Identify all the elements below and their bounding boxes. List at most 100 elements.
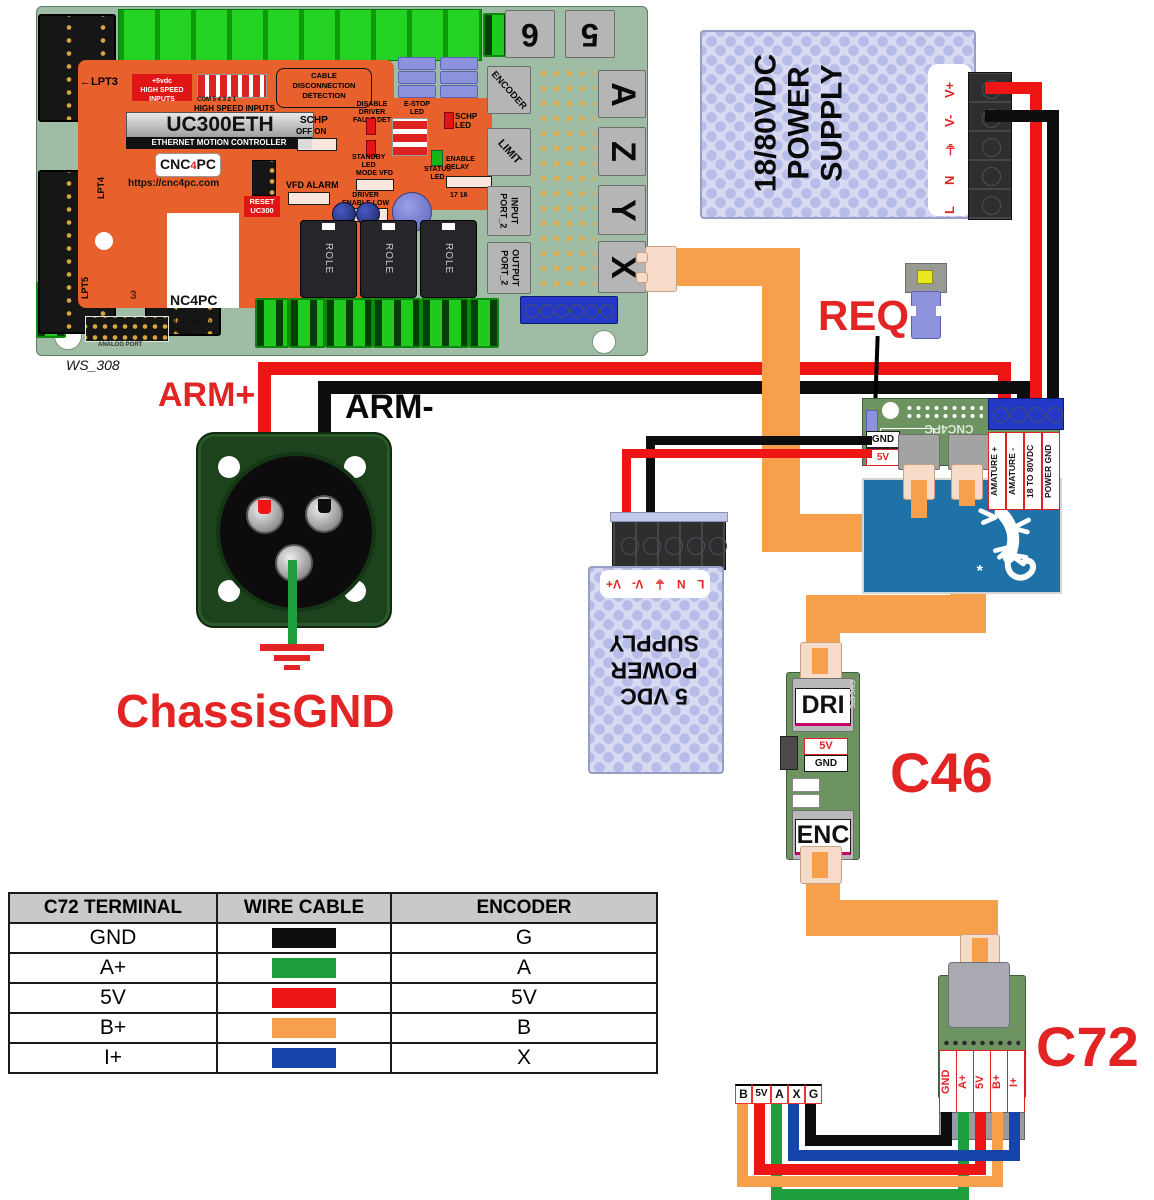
c72-connector [948,962,1010,1028]
svg-text:*: * [977,563,984,580]
dip-switch [197,74,267,98]
chassis-gnd-label: ChassisGND [116,685,395,737]
cable-stub [959,480,975,506]
wire-5v-gnd [646,436,655,542]
gecko-hole [882,402,899,419]
reset-header [252,160,276,196]
wire-5v-gnd [646,436,872,445]
estop-led [366,140,376,157]
port-y: Y [598,185,646,235]
cnc4pc-logo: CNC4PC [155,153,221,177]
cable-stub [812,648,828,674]
c72-terminal-label: 5V [973,1050,991,1114]
estop-dip [392,118,428,156]
uc300-title-bar: UC300ETH [126,112,314,138]
port-z: Z [598,127,646,176]
psu-hv-terminal-label: N [942,175,957,185]
wire-encoder-g [941,1112,952,1146]
psu-5v-terminal-block [612,518,727,570]
lpt4-label: LPT4 [96,176,106,199]
pad-grid [537,66,595,291]
wire-swatch [272,988,336,1008]
gecko-pin-header [905,404,983,420]
psu-5v-terminal-label: L [697,577,705,591]
c46-label: C46 [890,741,993,804]
analog-port-label: ANALOG PORT [98,342,143,348]
table-row: 5V 5V [8,982,658,1014]
c46-gnd-label: GND [804,755,848,772]
psu-5v-rail [610,512,728,522]
wire-swatch [272,1048,336,1068]
vfd-alarm-label: VFD ALARM [286,180,339,190]
port-limit: LIMIT [487,128,531,176]
schp-led-dot [444,112,454,129]
cable-gecko-to-dri [806,595,840,646]
port-6: 6 [505,10,555,58]
arm-minus-label: ARM- [345,388,434,426]
wire-5v-plus [622,449,631,542]
green-terminal [421,298,469,348]
mount-hole [592,330,616,354]
board-cutout [167,213,239,308]
schp-label: SCHP [300,115,328,126]
port-a: A [598,70,646,118]
schp-jumper-pads [297,138,337,151]
green-terminal [325,298,373,348]
analog-port [85,316,169,342]
wire-swatch [272,1018,336,1038]
jumper-block [440,85,478,98]
wire-swatch [272,928,336,948]
gecko-logo: * * [977,490,1041,581]
c76-brand: NC4PC C76 Multifuntion Board [170,292,218,336]
slot3-label: 3 [130,288,137,302]
table-header: C72 TERMINAL [8,892,218,924]
status-led [431,150,443,166]
wire-psu-vplus [1030,82,1042,415]
green-terminal [255,298,289,348]
table-header: WIRE CABLE [216,892,392,924]
c46-pad [792,778,820,792]
jumper-block [440,71,478,84]
req-jumper-led [917,270,933,284]
psu-hv-terminal-label: L [942,206,957,214]
wire-arm-minus [318,381,1030,394]
cable-stub [972,938,988,962]
cable-enc-to-c72 [806,900,998,936]
c46-dri-port: DRI [792,678,854,732]
psu-hv-terminal-strip: V+ V- ⏚ N L [928,64,972,216]
uc300-subtitle-bar: ETHERNET MOTION CONTROLLER [126,137,312,149]
wire-psu-vminus [985,110,1059,122]
wire-arm-minus-tip [318,499,331,513]
estop-led [366,118,376,135]
c72-terminal-label: B+ [990,1050,1008,1114]
ws-label: WS_308 [66,357,120,373]
relay-label: ROLE [383,243,394,275]
psu-5v-terminal-label: N [677,577,686,591]
wire-swatch [272,958,336,978]
port-5: 5 [565,10,615,58]
c46-brand: CNC4PC [848,680,855,709]
wire-psu-vplus [985,82,1040,94]
wire-table: C72 TERMINAL WIRE CABLE ENCODER GND G A+… [8,892,658,1074]
hsi-caption: HIGH SPEED INPUTS [194,104,275,113]
c72-label: C72 [1036,1015,1139,1078]
encoder-wire-label: X [788,1084,805,1104]
req-label: REQ [818,292,910,339]
relay-notch [442,223,455,230]
relay-notch [382,223,395,230]
green-terminal [469,298,499,348]
mode-jumper-pads [356,179,394,191]
relay: ROLE [300,220,357,298]
c46-dri-label: DRI [795,688,851,726]
port-encoder: ENCODER [487,66,531,114]
motor-mount-hole [218,580,240,602]
gecko-terminal-label: AMATURE + [988,432,1006,510]
gecko-terminal-block [988,398,1064,430]
table-row: A+ A [8,952,658,984]
